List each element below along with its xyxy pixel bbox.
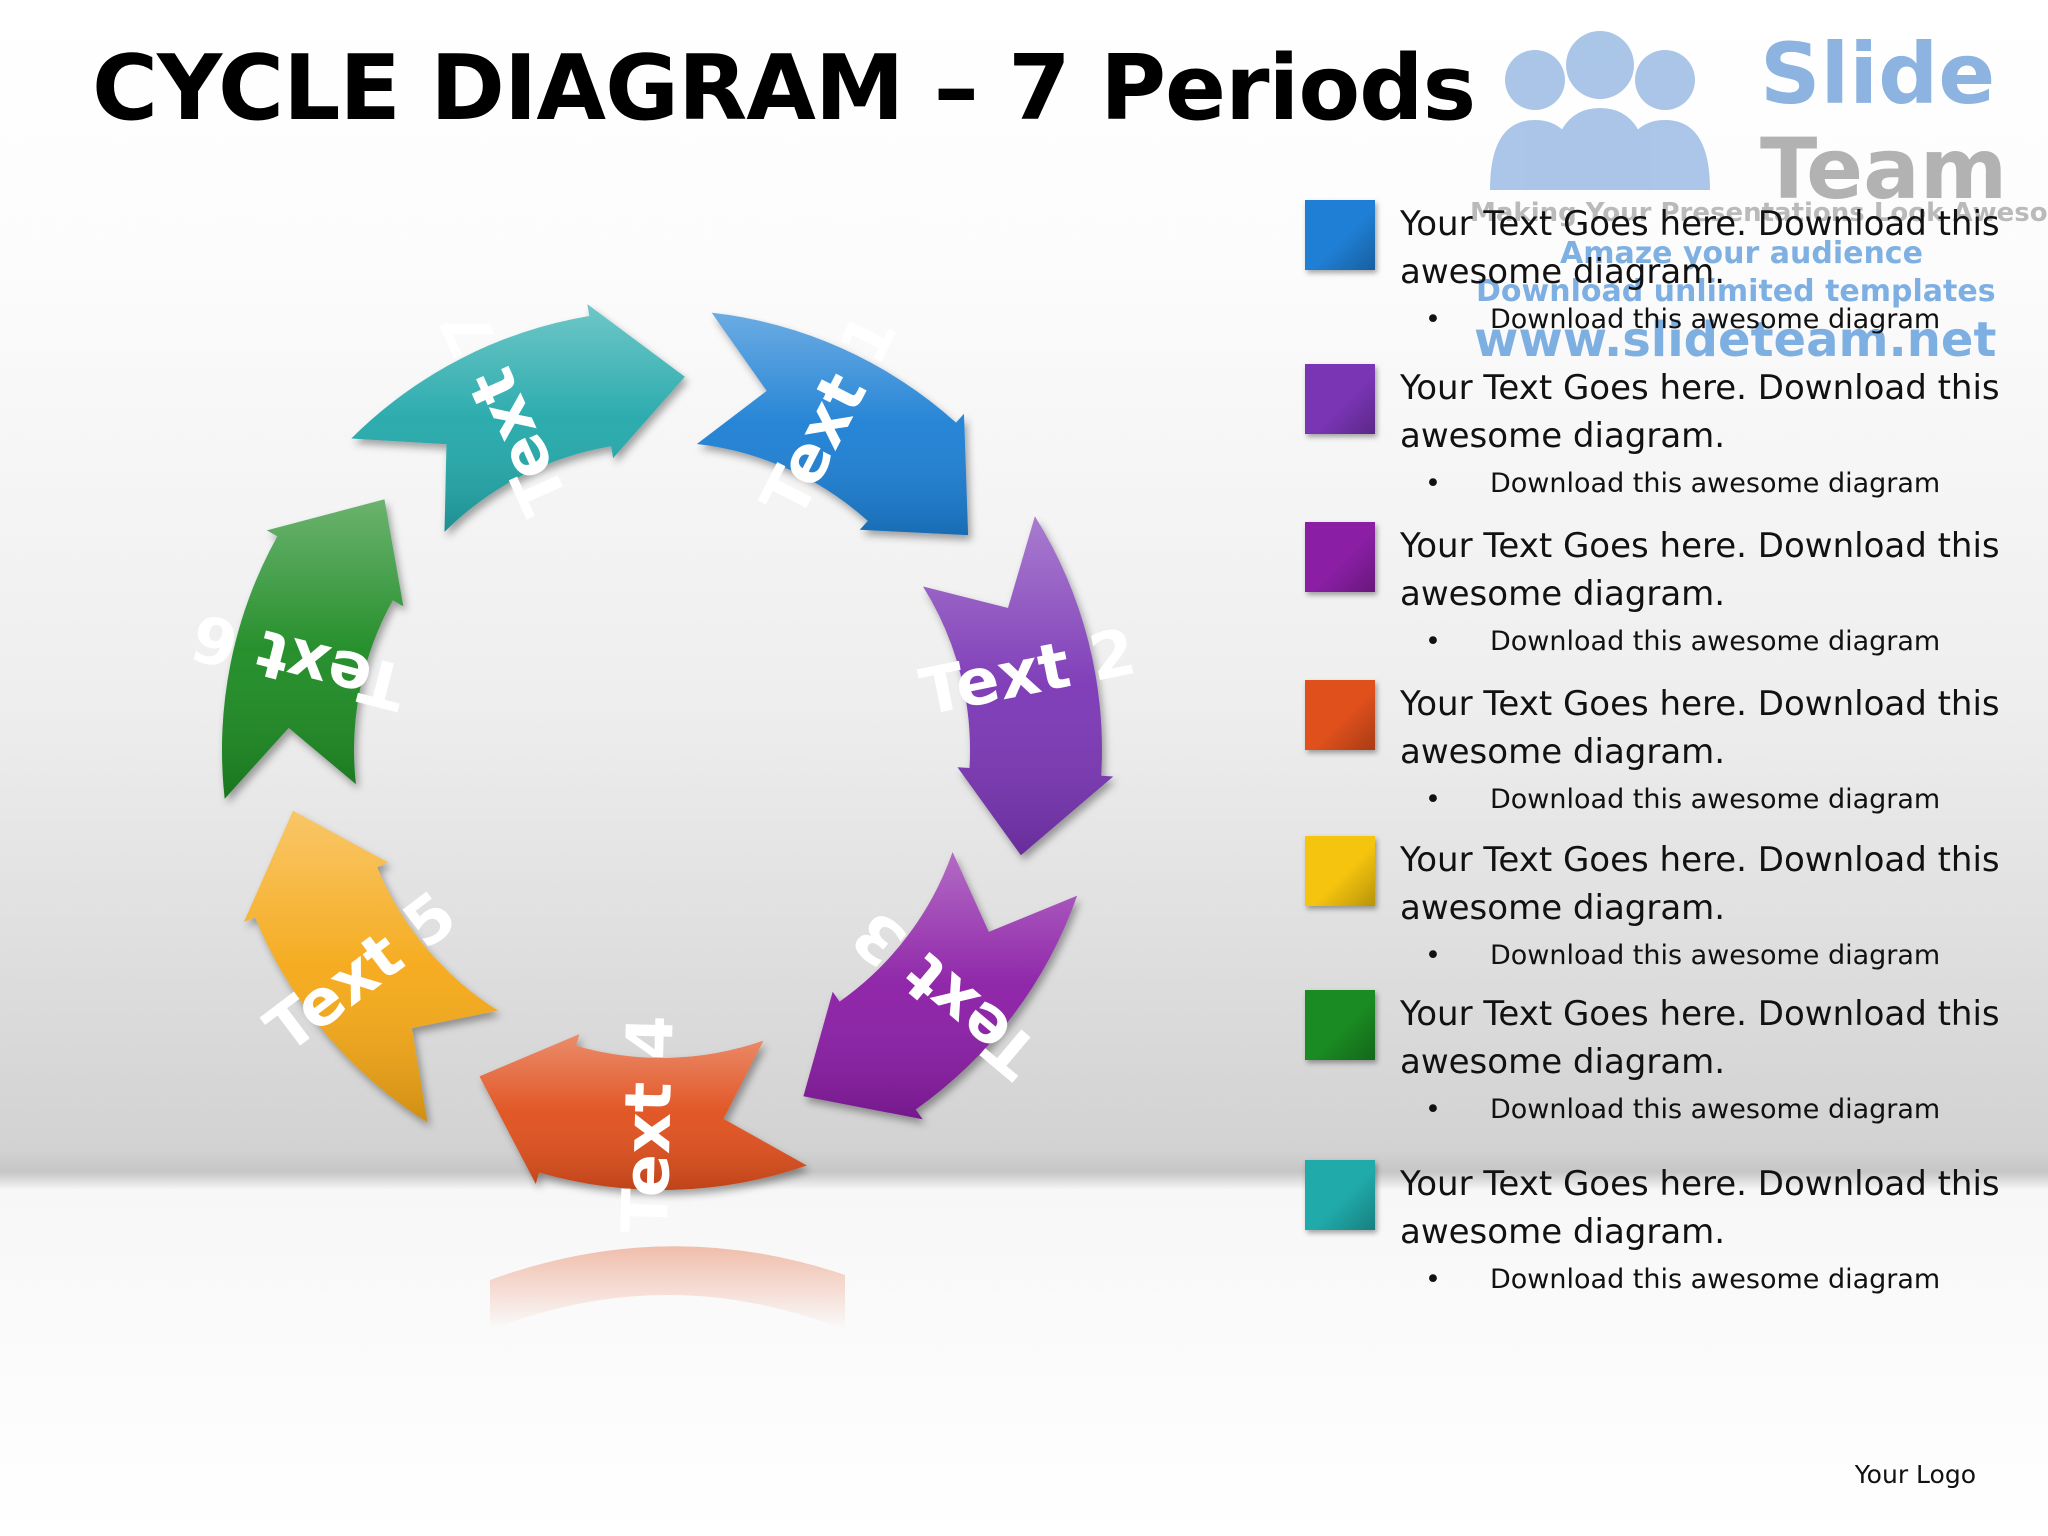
legend-text: Your Text Goes here. Download this aweso… <box>1400 840 2000 928</box>
legend-swatch <box>1305 680 1375 750</box>
cycle-segment-6: Text 6 <box>184 499 413 799</box>
cycle-segment-5: Text 5 <box>244 810 498 1123</box>
legend-bullet-text: Download this awesome diagram <box>1490 784 1941 815</box>
watermark-line1: Amaze your audience <box>1560 236 1923 271</box>
legend-bullet: •Download this awesome diagram <box>1425 940 1941 971</box>
legend-bullet: •Download this awesome diagram <box>1425 784 1941 815</box>
legend-swatch <box>1305 1160 1375 1230</box>
legend-swatch <box>1305 364 1375 434</box>
legend-swatch <box>1305 522 1375 592</box>
watermark-team: Team <box>1760 120 2008 218</box>
watermark-slide: Slide <box>1760 25 1996 123</box>
people-icon <box>1490 31 1710 190</box>
legend-bullet: •Download this awesome diagram <box>1425 304 1941 335</box>
your-logo: Your Logo <box>1854 1460 1976 1489</box>
cycle-segment-2: Text 2 <box>914 516 1142 856</box>
legend-bullet-text: Download this awesome diagram <box>1490 304 1941 335</box>
cycle-arrow-shine-5 <box>244 810 498 1123</box>
cycle-arrow-shine-6 <box>221 499 404 799</box>
cycle-segment-3: Text 3 <box>803 852 1078 1120</box>
legend-bullet: •Download this awesome diagram <box>1425 626 1941 657</box>
watermark-url: www.slideteam.net <box>1474 312 1997 368</box>
watermark-tagline: Making Your Presentations Look Awesome <box>1470 198 2048 228</box>
cycle-arrow-shine-3 <box>803 852 1078 1120</box>
legend-text: Your Text Goes here. Download this aweso… <box>1400 1164 2000 1252</box>
cycle-arrow-shine-7 <box>351 304 685 532</box>
cycle-reflection <box>490 1246 845 1330</box>
legend-text: Your Text Goes here. Download this aweso… <box>1400 684 2000 772</box>
page-title: CYCLE DIAGRAM – 7 Periods <box>92 36 1476 141</box>
legend-swatch <box>1305 990 1375 1060</box>
cycle-arrow-shine-2 <box>923 516 1114 856</box>
legend-bullet: •Download this awesome diagram <box>1425 1094 1941 1125</box>
legend-bullet-text: Download this awesome diagram <box>1490 468 1941 499</box>
legend-bullet: •Download this awesome diagram <box>1425 468 1941 499</box>
legend-text: Your Text Goes here. Download this aweso… <box>1400 368 2000 456</box>
legend-bullet-text: Download this awesome diagram <box>1490 1094 1941 1125</box>
legend-bullet-text: Download this awesome diagram <box>1490 626 1941 657</box>
cycle-segment-7: Text 7 <box>351 296 685 532</box>
cycle-segment-4: Text 4 <box>479 1014 807 1233</box>
cycle-label-4: Text 4 <box>609 1014 689 1233</box>
watermark-line2: Download unlimited templates <box>1476 274 1996 309</box>
legend-bullet-text: Download this awesome diagram <box>1490 1264 1941 1295</box>
cycle-arrow-shine-1 <box>696 312 969 536</box>
legend-bullet: •Download this awesome diagram <box>1425 1264 1941 1295</box>
cycle-arrow-shine-4 <box>479 1034 807 1191</box>
slideteam-watermark: Slide Team Making Your Presentations Loo… <box>1470 20 2048 380</box>
legend-text: Your Text Goes here. Download this aweso… <box>1400 204 2000 292</box>
legend-swatch <box>1305 200 1375 270</box>
legend-swatch <box>1305 836 1375 906</box>
legend-text: Your Text Goes here. Download this aweso… <box>1400 526 2000 614</box>
legend-text: Your Text Goes here. Download this aweso… <box>1400 994 2000 1082</box>
cycle-segment-1: Text 1 <box>696 302 969 536</box>
legend-bullet-text: Download this awesome diagram <box>1490 940 1941 971</box>
